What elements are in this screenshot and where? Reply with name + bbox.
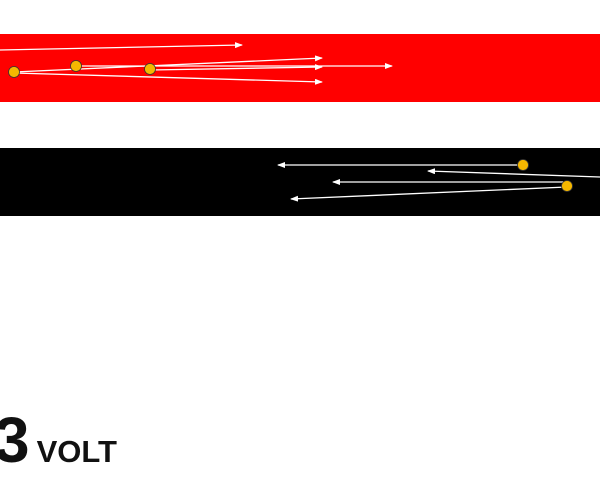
- charge-particle-5: [561, 180, 573, 192]
- charge-particle-4: [517, 159, 529, 171]
- right-arrow-1: [0, 42, 243, 51]
- right-arrow-4: [149, 64, 323, 71]
- left-arrow-4: [290, 186, 568, 202]
- charge-particle-1: [8, 66, 20, 78]
- right-arrow-2: [13, 55, 323, 73]
- left-arrow-2: [427, 168, 600, 178]
- charge-particle-3: [144, 63, 156, 75]
- charge-particle-2: [70, 60, 82, 72]
- right-arrow-5: [13, 72, 323, 85]
- voltage-value: 3: [0, 404, 30, 476]
- voltage-unit: VOLT: [36, 434, 117, 469]
